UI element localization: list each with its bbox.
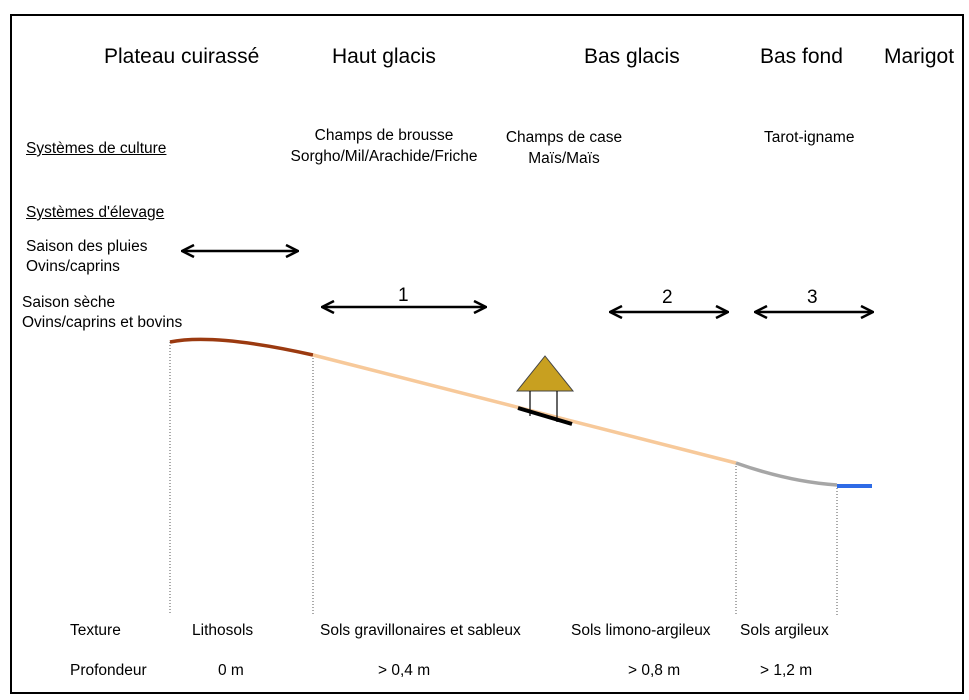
texture-lithosols: Lithosols — [192, 622, 254, 639]
texture-limono-argileux: Sols limono-argileux — [571, 622, 711, 639]
saison-seche-label: Saison sèche — [22, 294, 116, 311]
profondeur-0: 0 m — [218, 662, 244, 679]
saison-seche-animals: Ovins/caprins et bovins — [22, 314, 183, 331]
champs-brousse-title: Champs de brousse — [314, 127, 454, 144]
texture-gravillonaires: Sols gravillonaires et sableux — [320, 622, 521, 639]
zone-bas-glacis: Bas glacis — [584, 45, 680, 68]
zone-marigot: Marigot — [884, 45, 955, 68]
champs-case-title: Champs de case — [505, 129, 623, 146]
zone-haut-glacis: Haut glacis — [332, 45, 436, 68]
bas-fond-crop: Tarot-igname — [764, 129, 855, 146]
elevage-label: Systèmes d'élevage — [26, 204, 165, 221]
texture-label: Texture — [70, 622, 121, 639]
terrain-cuirasse — [169, 337, 314, 357]
house-icon — [515, 355, 575, 426]
saison-pluies-animals: Ovins/caprins — [26, 258, 120, 275]
diagram-frame — [10, 14, 964, 694]
champs-brousse-crops: Sorgho/Mil/Arachide/Friche — [290, 148, 478, 165]
zone-boundaries — [169, 342, 838, 615]
zone-bas-fond: Bas fond — [760, 45, 843, 68]
saison-pluies-label: Saison des pluies — [26, 238, 148, 255]
terrain-bas-fond — [735, 461, 838, 487]
profondeur-0-8: > 0,8 m — [628, 662, 681, 679]
profondeur-label: Profondeur — [70, 662, 147, 679]
texture-argileux: Sols argileux — [740, 622, 829, 639]
arrow-label-2: 2 — [662, 287, 673, 308]
champs-case-crops: Maïs/Maïs — [528, 150, 600, 167]
culture-label: Systèmes de culture — [26, 140, 167, 157]
profondeur-1-2: > 1,2 m — [760, 662, 813, 679]
arrow-label-3: 3 — [807, 287, 818, 308]
zone-plateau-cuirasse: Plateau cuirassé — [104, 45, 260, 68]
arrow-label-1: 1 — [398, 285, 409, 306]
profondeur-0-4: > 0,4 m — [378, 662, 431, 679]
